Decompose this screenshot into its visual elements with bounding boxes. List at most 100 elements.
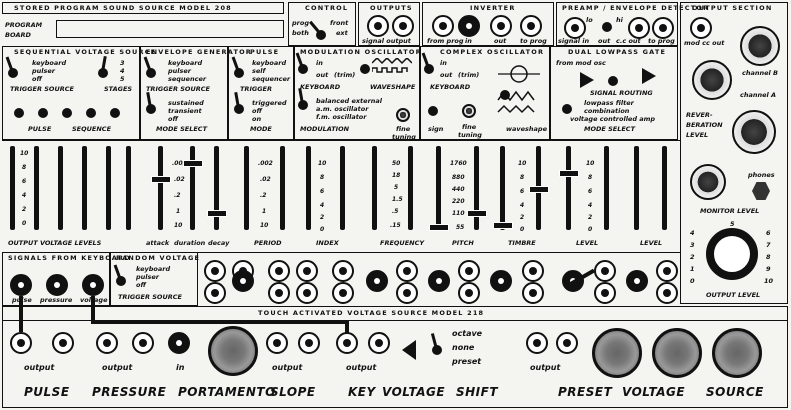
patch-jack-10[interactable] xyxy=(332,282,354,304)
patch-jack-9[interactable] xyxy=(332,260,354,282)
pulse-output-jack-2[interactable] xyxy=(52,332,74,354)
pulse-seq-button-2[interactable] xyxy=(38,108,48,118)
env-attack-handle[interactable] xyxy=(151,176,171,183)
preset-pad-3[interactable] xyxy=(712,328,762,378)
patch-jack-6[interactable] xyxy=(268,282,290,304)
preset-pad-1[interactable] xyxy=(592,328,642,378)
timbre-slider-a[interactable] xyxy=(500,146,505,230)
pulse-period-slider-a[interactable] xyxy=(244,146,249,230)
env-attack-slider[interactable] xyxy=(158,146,163,230)
patch-jack-1[interactable] xyxy=(204,260,226,282)
patch-jack-15[interactable] xyxy=(458,260,480,282)
pulse-mode-switch[interactable] xyxy=(234,104,244,114)
seq-stages-switch[interactable] xyxy=(98,68,108,78)
slope-output-jack-2[interactable] xyxy=(298,332,320,354)
gate-level-handle-a[interactable] xyxy=(559,170,579,177)
output-level-dial[interactable] xyxy=(706,228,758,280)
env-decay-handle[interactable] xyxy=(207,210,227,217)
key-voltage-output-jack[interactable] xyxy=(336,332,358,354)
complex-waveshape-switch[interactable] xyxy=(500,90,510,100)
patch-jack-19[interactable] xyxy=(522,282,544,304)
env-duration-handle[interactable] xyxy=(183,160,203,167)
channel-b-knob[interactable] xyxy=(740,26,780,66)
gate-level-slider-d[interactable] xyxy=(662,146,667,230)
complex-keyboard-switch[interactable] xyxy=(424,64,434,74)
signal-output-jack-1[interactable] xyxy=(367,15,389,37)
channel-a-knob[interactable] xyxy=(692,60,732,100)
patch-jack-16[interactable] xyxy=(458,282,480,304)
mod-waveshape-switch[interactable] xyxy=(360,64,370,74)
portamento-in-jack[interactable] xyxy=(168,332,190,354)
pulse-output-jack[interactable] xyxy=(10,332,32,354)
patch-jack-7[interactable] xyxy=(296,260,318,282)
patch-jack-17[interactable] xyxy=(490,270,512,292)
patch-jack-8[interactable] xyxy=(296,282,318,304)
index-slider-a[interactable] xyxy=(306,146,311,230)
monitor-level-knob[interactable] xyxy=(690,164,726,200)
env-trigger-switch[interactable] xyxy=(146,68,156,78)
pulse-seq-button-1[interactable] xyxy=(14,108,24,118)
index-slider-b[interactable] xyxy=(340,146,345,230)
mod-cc-out-jack[interactable] xyxy=(690,17,712,39)
patch-jack-22[interactable] xyxy=(594,282,616,304)
patch-jack-11[interactable] xyxy=(366,270,388,292)
seq-slider-1[interactable] xyxy=(10,146,15,230)
seq-slider-2[interactable] xyxy=(34,146,39,230)
kb-pulse-jack[interactable] xyxy=(10,274,32,296)
pressure-output-jack-2[interactable] xyxy=(132,332,154,354)
frequency-slider-b[interactable] xyxy=(408,146,413,230)
pitch-handle-b[interactable] xyxy=(467,210,487,217)
patch-jack-4[interactable] xyxy=(232,270,254,292)
env-decay-slider[interactable] xyxy=(214,146,219,230)
patch-jack-14[interactable] xyxy=(428,270,450,292)
pulse-period-slider-b[interactable] xyxy=(280,146,285,230)
frequency-slider-a[interactable] xyxy=(372,146,377,230)
inverter-from-prog-jack[interactable] xyxy=(432,15,454,37)
seq-slider-4[interactable] xyxy=(82,146,87,230)
preamp-gain-switch[interactable] xyxy=(602,22,612,32)
preamp-to-prog-jack[interactable] xyxy=(652,17,674,39)
control-switch[interactable] xyxy=(316,30,326,40)
pitch-slider-a[interactable] xyxy=(436,146,441,230)
preset-output-jack-2[interactable] xyxy=(556,332,578,354)
env-duration-slider[interactable] xyxy=(190,146,195,230)
inverter-to-prog-jack[interactable] xyxy=(520,15,542,37)
patch-jack-13[interactable] xyxy=(396,282,418,304)
signal-output-jack-2[interactable] xyxy=(392,15,414,37)
shift-switch[interactable] xyxy=(432,345,442,355)
pulse-seq-button-3[interactable] xyxy=(62,108,72,118)
pulse-seq-button-5[interactable] xyxy=(110,108,120,118)
portamento-knob[interactable] xyxy=(208,326,258,376)
reverberation-knob[interactable] xyxy=(732,110,776,154)
gate-level-slider-a[interactable] xyxy=(566,146,571,230)
preamp-signal-in-jack[interactable] xyxy=(564,17,586,39)
preset-output-jack[interactable] xyxy=(526,332,548,354)
timbre-handle-b[interactable] xyxy=(529,186,549,193)
gate-level-slider-c[interactable] xyxy=(634,146,639,230)
gate-mode-switch[interactable] xyxy=(562,104,572,114)
mod-fine-tuning-knob[interactable] xyxy=(396,108,410,122)
seq-slider-5[interactable] xyxy=(106,146,111,230)
pitch-slider-b[interactable] xyxy=(474,146,479,230)
inverter-in-jack[interactable] xyxy=(458,15,480,37)
patch-jack-18[interactable] xyxy=(522,260,544,282)
random-trigger-switch[interactable] xyxy=(116,276,126,286)
seq-slider-3[interactable] xyxy=(58,146,63,230)
mod-modulation-switch[interactable] xyxy=(298,100,308,110)
patch-jack-2[interactable] xyxy=(204,282,226,304)
pressure-output-jack[interactable] xyxy=(96,332,118,354)
timbre-handle-a[interactable] xyxy=(493,222,513,229)
kb-voltage-jack[interactable] xyxy=(82,274,104,296)
seq-trigger-switch[interactable] xyxy=(8,68,18,78)
complex-fine-tuning-knob[interactable] xyxy=(462,104,476,118)
phones-jack[interactable] xyxy=(752,182,770,200)
complex-sign-switch[interactable] xyxy=(428,106,438,116)
mod-keyboard-switch[interactable] xyxy=(298,64,308,74)
gate-level-slider-b[interactable] xyxy=(604,146,609,230)
patch-jack-5[interactable] xyxy=(268,260,290,282)
pulse-seq-button-4[interactable] xyxy=(86,108,96,118)
patch-jack-23[interactable] xyxy=(626,270,648,292)
preamp-out-jack[interactable] xyxy=(628,17,650,39)
patch-jack-21[interactable] xyxy=(594,260,616,282)
gate-routing-switch[interactable] xyxy=(608,76,618,86)
